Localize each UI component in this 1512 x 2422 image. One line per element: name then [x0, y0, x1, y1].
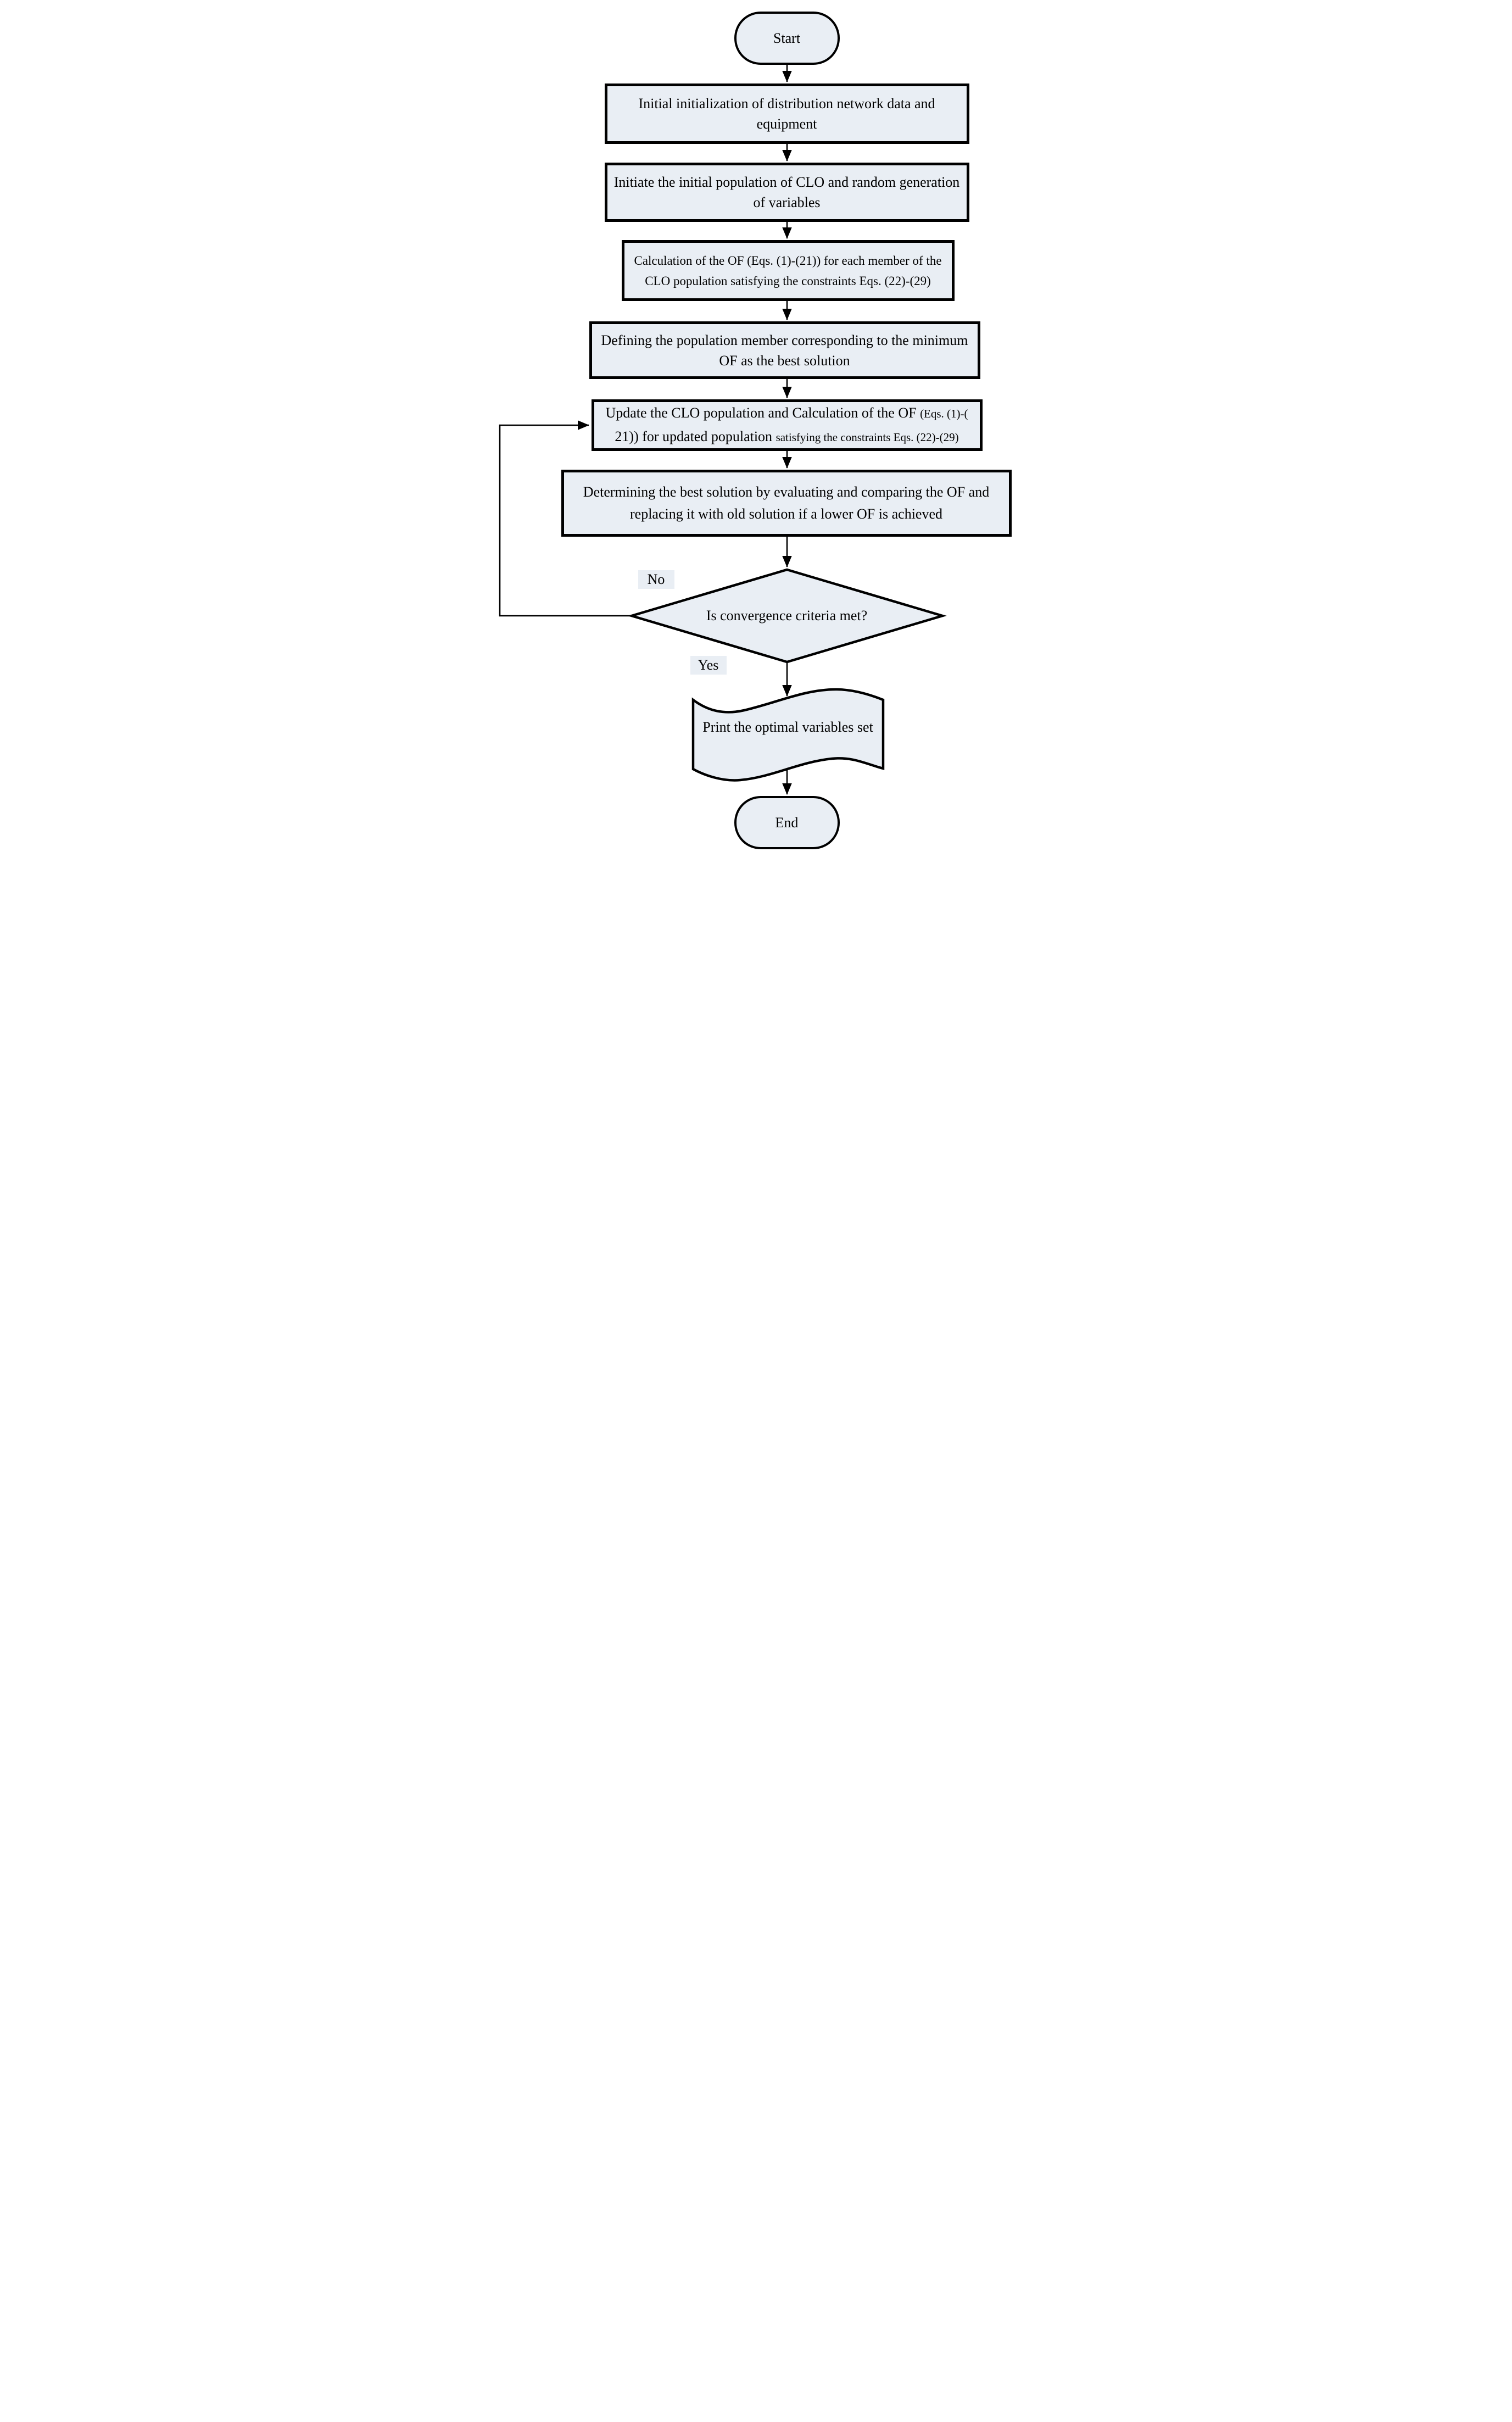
edge-decision-update-no [499, 420, 631, 617]
process-determine-best: Determining the best solution by evaluat… [561, 470, 1012, 537]
end-label: End [775, 815, 799, 831]
flow-connectors-layer [499, 65, 947, 795]
process-determine-best-label: Determining the best solution by evaluat… [583, 484, 990, 522]
process-initial-data-label: Initial initialization of distribution n… [638, 96, 935, 132]
process-update-population-line1: Update the CLO population and Calculatio… [605, 405, 968, 421]
process-update-population-line2: 21)) for updated population satisfying t… [615, 428, 959, 444]
process-initial-population: Initiate the initial population of CLO a… [604, 163, 969, 222]
edge-label-no: No [638, 570, 674, 589]
process-of-calculation: Calculation of the OF (Eqs. (1)-(21)) fo… [621, 240, 955, 301]
flowchart-canvas: Start Initial initialization of distribu… [487, 0, 1025, 862]
process-update-population: Update the CLO population and Calculatio… [591, 399, 983, 451]
edge-label-yes: Yes [690, 656, 727, 675]
process-define-best: Defining the population member correspon… [589, 321, 980, 379]
process-initial-population-label: Initiate the initial population of CLO a… [613, 174, 960, 210]
document-shape [691, 688, 884, 782]
start-label: Start [773, 30, 801, 46]
process-initial-data: Initial initialization of distribution n… [604, 83, 969, 144]
start-terminator: Start [734, 12, 840, 65]
process-of-calculation-label: Calculation of the OF (Eqs. (1)-(21)) fo… [634, 253, 942, 288]
process-define-best-label: Defining the population member correspon… [601, 332, 968, 369]
end-terminator: End [734, 796, 840, 849]
decision-diamond-shape [627, 568, 947, 664]
